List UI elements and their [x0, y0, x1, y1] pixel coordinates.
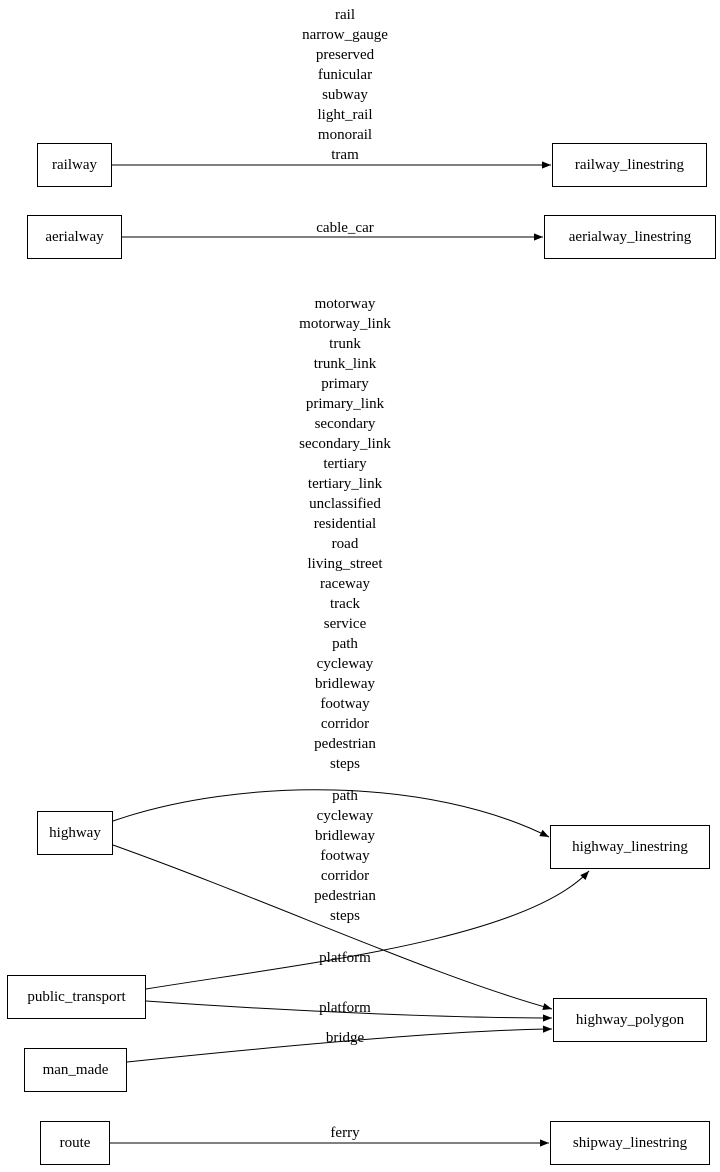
node-highway-polygon: highway_polygon: [553, 998, 707, 1042]
node-aerialway: aerialway: [27, 215, 122, 259]
node-railway: railway: [37, 143, 112, 187]
node-public-transport: public_transport: [7, 975, 146, 1019]
node-route: route: [40, 1121, 110, 1165]
node-man-made: man_made: [24, 1048, 127, 1092]
node-aerialway-linestring: aerialway_linestring: [544, 215, 716, 259]
edge-label-ferry: ferry: [330, 1125, 360, 1141]
node-railway-linestring: railway_linestring: [552, 143, 707, 187]
edge-label-highway-polygon-values: path cycleway bridleway footway corridor…: [314, 788, 376, 924]
node-shipway-linestring: shipway_linestring: [550, 1121, 710, 1165]
node-highway-linestring: highway_linestring: [550, 825, 710, 869]
edge-label-railway-values: rail narrow_gauge preserved funicular su…: [302, 7, 388, 163]
node-highway: highway: [37, 811, 113, 855]
edge-label-platform-linestring: platform: [319, 950, 371, 966]
edge-label-platform-polygon: platform: [319, 1000, 371, 1016]
edge-label-highway-linestring-values: motorway motorway_link trunk trunk_link …: [299, 296, 391, 772]
edge-label-cable-car: cable_car: [316, 220, 374, 236]
edge-label-bridge: bridge: [325, 1030, 365, 1046]
